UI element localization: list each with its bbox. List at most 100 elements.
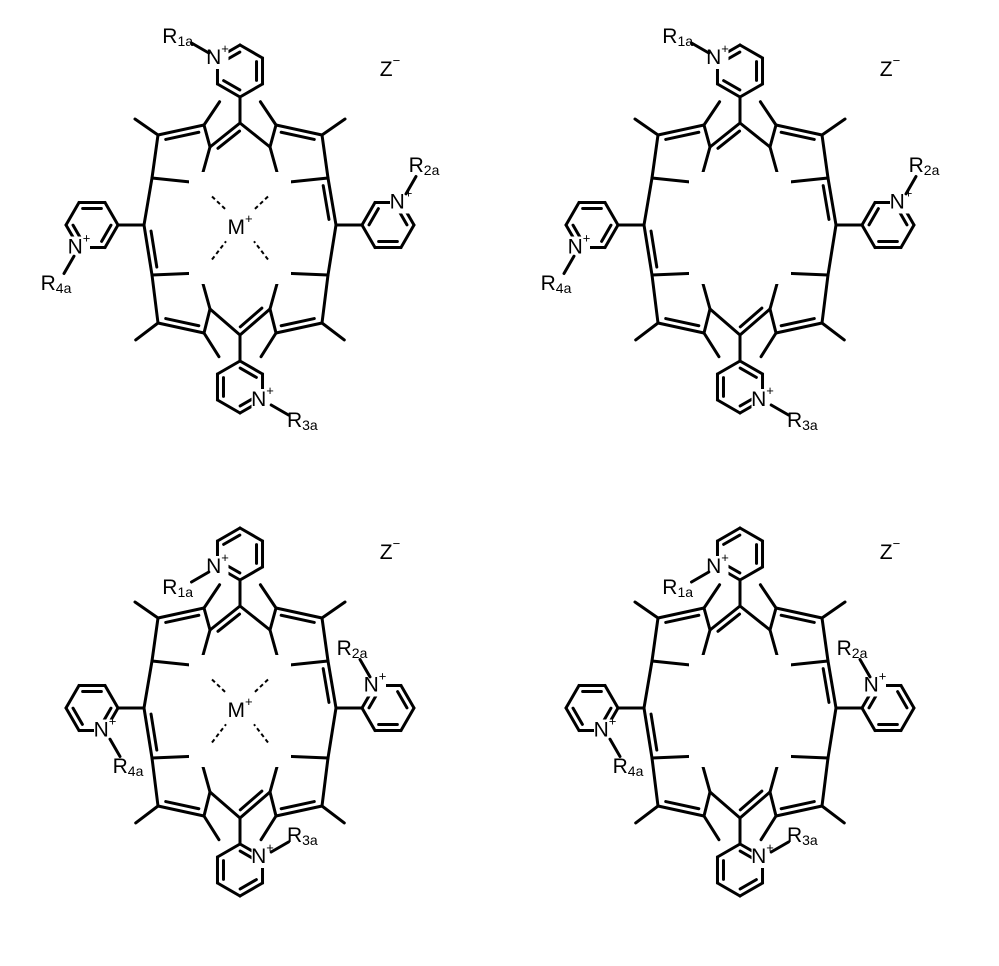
pyridine-bond [717, 844, 740, 857]
pyridine-double-bond [217, 84, 240, 97]
pyridine-double-bond [240, 361, 263, 374]
meso-bond [740, 606, 770, 630]
pyrrole-bond [704, 125, 710, 147]
n-substituent-bond [771, 405, 788, 415]
pyrrole-bond [822, 618, 828, 661]
pyridine-bond [740, 84, 763, 97]
pyridine-bond [862, 225, 875, 248]
beta-substituent-bond [760, 585, 776, 608]
meso-bond [740, 123, 770, 147]
pyrrole-bond [152, 275, 158, 323]
beta-substituent-bond [704, 585, 720, 608]
beta-substituent-bond [704, 816, 719, 840]
pyrrole-bond [652, 758, 658, 806]
meso-bond [144, 178, 152, 225]
beta-substituent-bond [761, 333, 776, 357]
substituent-r3a: R3a [287, 409, 318, 433]
label-mask [269, 655, 291, 677]
beta-substituent-bond [261, 333, 276, 357]
pyrrole-bond [204, 792, 210, 816]
pyrrole-bond [270, 792, 276, 816]
label-mask [269, 262, 291, 284]
pyrrole-bond [822, 758, 828, 806]
pyrrole-bond [822, 135, 828, 178]
label-mask [189, 745, 211, 767]
pyrrole-bond [322, 758, 328, 806]
substituent-r1a: R1a [162, 576, 193, 600]
pyridine-double-bond [901, 685, 914, 708]
structure-XIII: N+R1aN+R2aN+R3aN+R4aZ− [541, 25, 940, 433]
pyridine-bond [605, 685, 618, 708]
label-mask [759, 262, 783, 284]
label-mask [769, 172, 791, 194]
pyrrole-bond [322, 135, 328, 178]
pyrrole-bond [770, 792, 776, 816]
beta-substituent-bond [136, 323, 158, 340]
pyrrole-bond [652, 275, 658, 323]
pyridine-double-bond [740, 361, 763, 374]
substituent-r4a: R4a [113, 754, 144, 778]
n-substituent-bond [564, 256, 574, 273]
beta-substituent-bond [761, 816, 776, 840]
pyridine-bond [105, 202, 118, 225]
pyridine-double-bond [217, 528, 240, 541]
pyrrole-bond [152, 618, 158, 661]
meso-bond [210, 309, 240, 335]
coordination-bond [212, 680, 226, 693]
pyridine-double-bond [105, 225, 118, 248]
pyridine-bond [717, 400, 740, 413]
pyridine-bond [217, 883, 240, 896]
n-substituent-bond [64, 256, 74, 273]
pyridine-bond [740, 567, 763, 580]
pyridine-bond [362, 225, 375, 248]
pyridine-double-bond [566, 708, 579, 731]
meso-bond [240, 606, 270, 630]
beta-substituent-bond [822, 323, 844, 340]
structure-XIV: M+N+R1aN+R2aN+R3aN+R4aZ− [66, 528, 414, 896]
pyrrole-bond [322, 275, 328, 323]
meso-bond [144, 661, 152, 708]
beta-substituent-bond [204, 816, 219, 840]
pyridine-double-bond [717, 528, 740, 541]
meso-bond [710, 309, 740, 335]
pyridine-double-bond [362, 202, 375, 225]
pyridine-bond [217, 361, 240, 374]
pyrrole-bond [652, 135, 658, 178]
pyridine-bond [240, 567, 263, 580]
pyridine-bond [717, 361, 740, 374]
beta-substituent-bond [704, 333, 719, 357]
beta-substituent-bond [260, 102, 276, 125]
metal-center: M+ [227, 694, 252, 721]
pyridine-bond [66, 685, 79, 708]
substituent-r3a: R3a [787, 824, 818, 848]
substituent-r2a: R2a [409, 154, 440, 178]
substituent-r1a: R1a [162, 25, 193, 49]
pyridine-double-bond [740, 883, 763, 896]
coordination-bond [254, 241, 268, 259]
pyrrole-bond [152, 758, 158, 806]
pyrrole-bond [704, 608, 710, 630]
pyrrole-bond [822, 275, 828, 323]
pyrrole-bond [770, 608, 776, 630]
beta-substituent-bond [635, 119, 658, 135]
n-substituent-bond [271, 405, 288, 415]
pyridine-bond [401, 708, 414, 731]
pyridine-bond [605, 202, 618, 225]
meso-double-bond [323, 669, 329, 703]
pyridine-double-bond [240, 883, 263, 896]
label-mask [759, 745, 783, 767]
substituent-r2a: R2a [909, 154, 940, 178]
pyridine-bond [401, 225, 414, 248]
pyrrole-bond [204, 309, 210, 333]
beta-substituent-bond [204, 102, 220, 125]
pyrrole-bond [204, 125, 210, 147]
label-mask [189, 262, 211, 284]
pyrrole-bond [704, 309, 710, 333]
pyrrole-bond [270, 309, 276, 333]
coordination-bond [254, 680, 268, 693]
counterion-label: Z− [880, 536, 900, 563]
beta-substituent-bond [260, 585, 276, 608]
substituent-r3a: R3a [787, 409, 818, 433]
meso-bond [240, 123, 270, 147]
